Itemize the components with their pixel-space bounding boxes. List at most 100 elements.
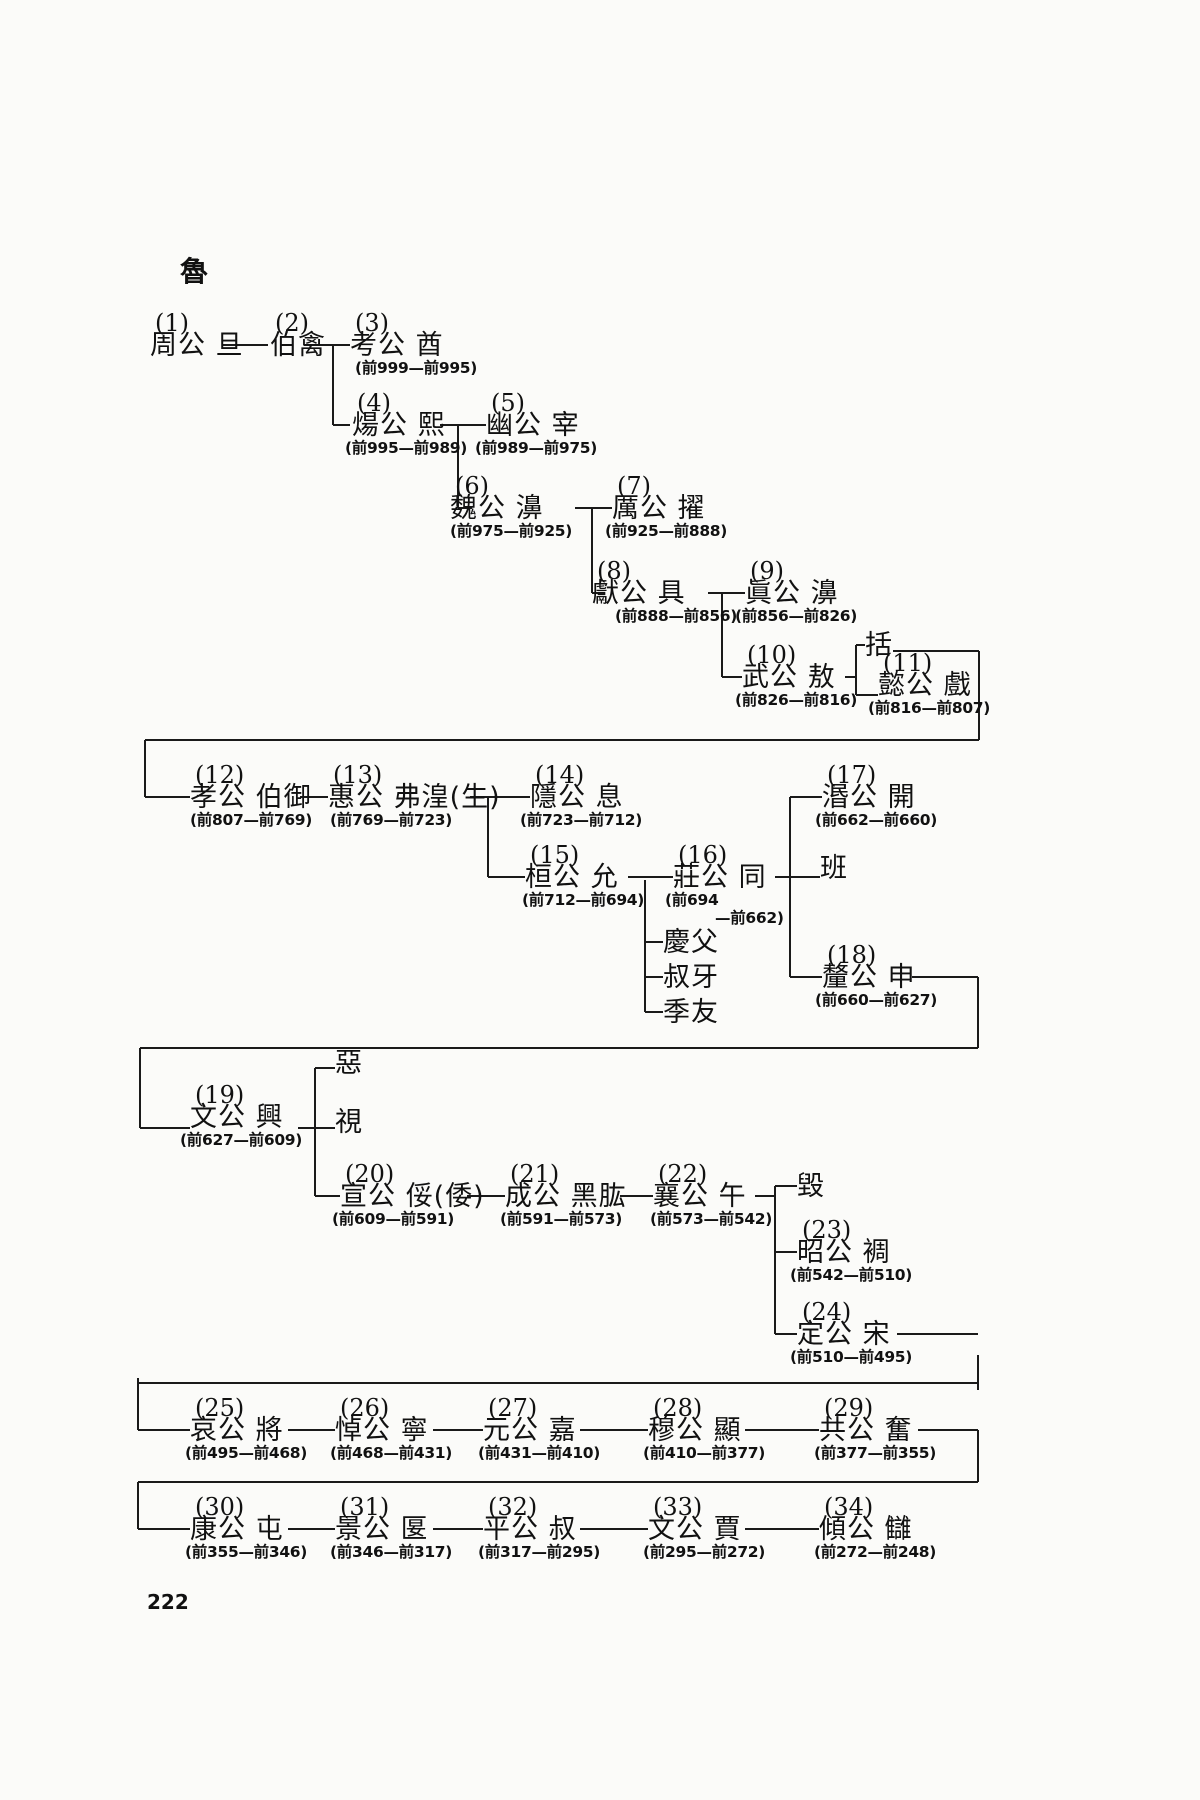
ruler-name: 湣公 開 — [822, 782, 916, 813]
page-title: 魯 — [180, 255, 209, 288]
ruler-name: 穆公 顯 — [648, 1415, 742, 1446]
reign-dates: (前925—前888) — [605, 522, 728, 540]
reign-dates: (前295—前272) — [643, 1543, 766, 1561]
reign-dates: (前662—前660) — [815, 811, 938, 829]
generation-number: (10) — [747, 641, 797, 669]
generation-number: (15) — [530, 841, 580, 869]
generation-number: (2) — [275, 309, 309, 337]
generation-number: (17) — [827, 761, 877, 789]
reign-dates: (前495—前468) — [185, 1444, 308, 1462]
ruler-name: 惠公 弗湟(生) — [328, 782, 501, 813]
reign-dates: (前826—前816) — [735, 691, 858, 709]
ruler-name: 毀 — [797, 1171, 825, 1202]
ruler-name: 括 — [865, 630, 893, 661]
reign-dates: (前723—前712) — [520, 811, 643, 829]
ruler-name: 成公 黑肱 — [505, 1181, 627, 1212]
generation-number: (5) — [491, 389, 525, 417]
generation-number: (6) — [455, 472, 489, 500]
ruler-name: 惡 — [335, 1048, 363, 1079]
ruler-name: 厲公 擢 — [612, 493, 706, 524]
reign-dates: (前989—前975) — [475, 439, 598, 457]
reign-dates: (前660—前627) — [815, 991, 938, 1009]
generation-number: (7) — [617, 472, 651, 500]
page-number: 222 — [147, 1590, 189, 1614]
ruler-name: 叔牙 — [663, 962, 719, 993]
reign-dates: (前410—前377) — [643, 1444, 766, 1462]
ruler-name: 傾公 讎 — [819, 1514, 913, 1545]
ruler-name: 班 — [820, 853, 848, 884]
ruler-name: 定公 宋 — [797, 1319, 891, 1350]
generation-number: (33) — [653, 1493, 703, 1521]
ruler-name: 共公 奮 — [819, 1415, 913, 1446]
ruler-name: 幽公 宰 — [486, 410, 580, 441]
generation-number: (8) — [597, 557, 631, 585]
ruler-name: 眞公 濞 — [745, 578, 839, 609]
reign-dates: (前999—前995) — [355, 359, 478, 377]
ruler-name: 文公 興 — [190, 1102, 284, 1133]
reign-dates: (前807—前769) — [190, 811, 313, 829]
ruler-name: 莊公 同 — [673, 862, 767, 893]
reign-dates: (前609—前591) — [332, 1210, 455, 1228]
ruler-name: 孝公 伯御 — [190, 782, 312, 813]
reign-dates: (前888—前856) — [615, 607, 738, 625]
reign-dates: (前591—前573) — [500, 1210, 623, 1228]
reign-dates: (前510—前495) — [790, 1348, 913, 1366]
generation-number: (20) — [345, 1160, 395, 1188]
ruler-name: 魏公 濞 — [450, 493, 544, 524]
ruler-name: 考公 酋 — [350, 330, 444, 361]
ruler-name: 景公 匽 — [335, 1514, 429, 1545]
ruler-name: 宣公 俀(倭) — [340, 1181, 485, 1212]
reign-dates: (前856—前826) — [735, 607, 858, 625]
reign-dates: (前355—前346) — [185, 1543, 308, 1561]
ruler-name: 平公 叔 — [483, 1514, 577, 1545]
generation-number: (21) — [510, 1160, 560, 1188]
ruler-name: 季友 — [663, 997, 719, 1028]
reign-dates: (前272—前248) — [814, 1543, 937, 1561]
generation-number: (11) — [883, 649, 933, 677]
ruler-name: 伯禽 — [270, 330, 326, 361]
generation-number: (14) — [535, 761, 585, 789]
reign-dates: (前431—前410) — [478, 1444, 601, 1462]
generation-number: (9) — [750, 557, 784, 585]
reign-dates: (前573—前542) — [650, 1210, 773, 1228]
ruler-name: 文公 賈 — [648, 1514, 742, 1545]
reign-dates: (前627—前609) — [180, 1131, 303, 1149]
generation-number: (4) — [357, 389, 391, 417]
reign-dates: (前975—前925) — [450, 522, 573, 540]
generation-number: (3) — [355, 309, 389, 337]
reign-dates: —前662) — [715, 909, 784, 927]
generation-number: (30) — [195, 1493, 245, 1521]
generation-number: (16) — [678, 841, 728, 869]
ruler-name: 康公 屯 — [190, 1514, 284, 1545]
ruler-name: 哀公 將 — [190, 1415, 284, 1446]
ruler-name: 武公 敖 — [742, 662, 836, 693]
ruler-name: 襄公 午 — [653, 1181, 747, 1212]
reign-dates: (前346—前317) — [330, 1543, 453, 1561]
ruler-name: 周公 旦 — [150, 330, 244, 361]
ruler-name: 桓公 允 — [525, 862, 619, 893]
reign-dates: (前769—前723) — [330, 811, 453, 829]
generation-number: (28) — [653, 1394, 703, 1422]
reign-dates: (前712—前694) — [522, 891, 645, 909]
ruler-name: 釐公 申 — [822, 962, 916, 993]
generation-number: (29) — [824, 1394, 874, 1422]
generation-number: (26) — [340, 1394, 390, 1422]
ruler-name: 慶父 — [663, 927, 719, 958]
reign-dates: (前377—前355) — [814, 1444, 937, 1462]
generation-number: (22) — [658, 1160, 708, 1188]
ruler-name: 昭公 裯 — [797, 1237, 891, 1268]
reign-dates: (前694 — [665, 891, 719, 909]
generation-number: (27) — [488, 1394, 538, 1422]
generation-number: (24) — [802, 1298, 852, 1326]
ruler-name: 視 — [335, 1107, 363, 1138]
generation-number: (25) — [195, 1394, 245, 1422]
reign-dates: (前317—前295) — [478, 1543, 601, 1561]
ruler-name: 煬公 熙 — [352, 410, 446, 441]
generation-number: (23) — [802, 1216, 852, 1244]
reign-dates: (前542—前510) — [790, 1266, 913, 1284]
reign-dates: (前995—前989) — [345, 439, 468, 457]
reign-dates: (前816—前807) — [868, 699, 991, 717]
generation-number: (13) — [333, 761, 383, 789]
